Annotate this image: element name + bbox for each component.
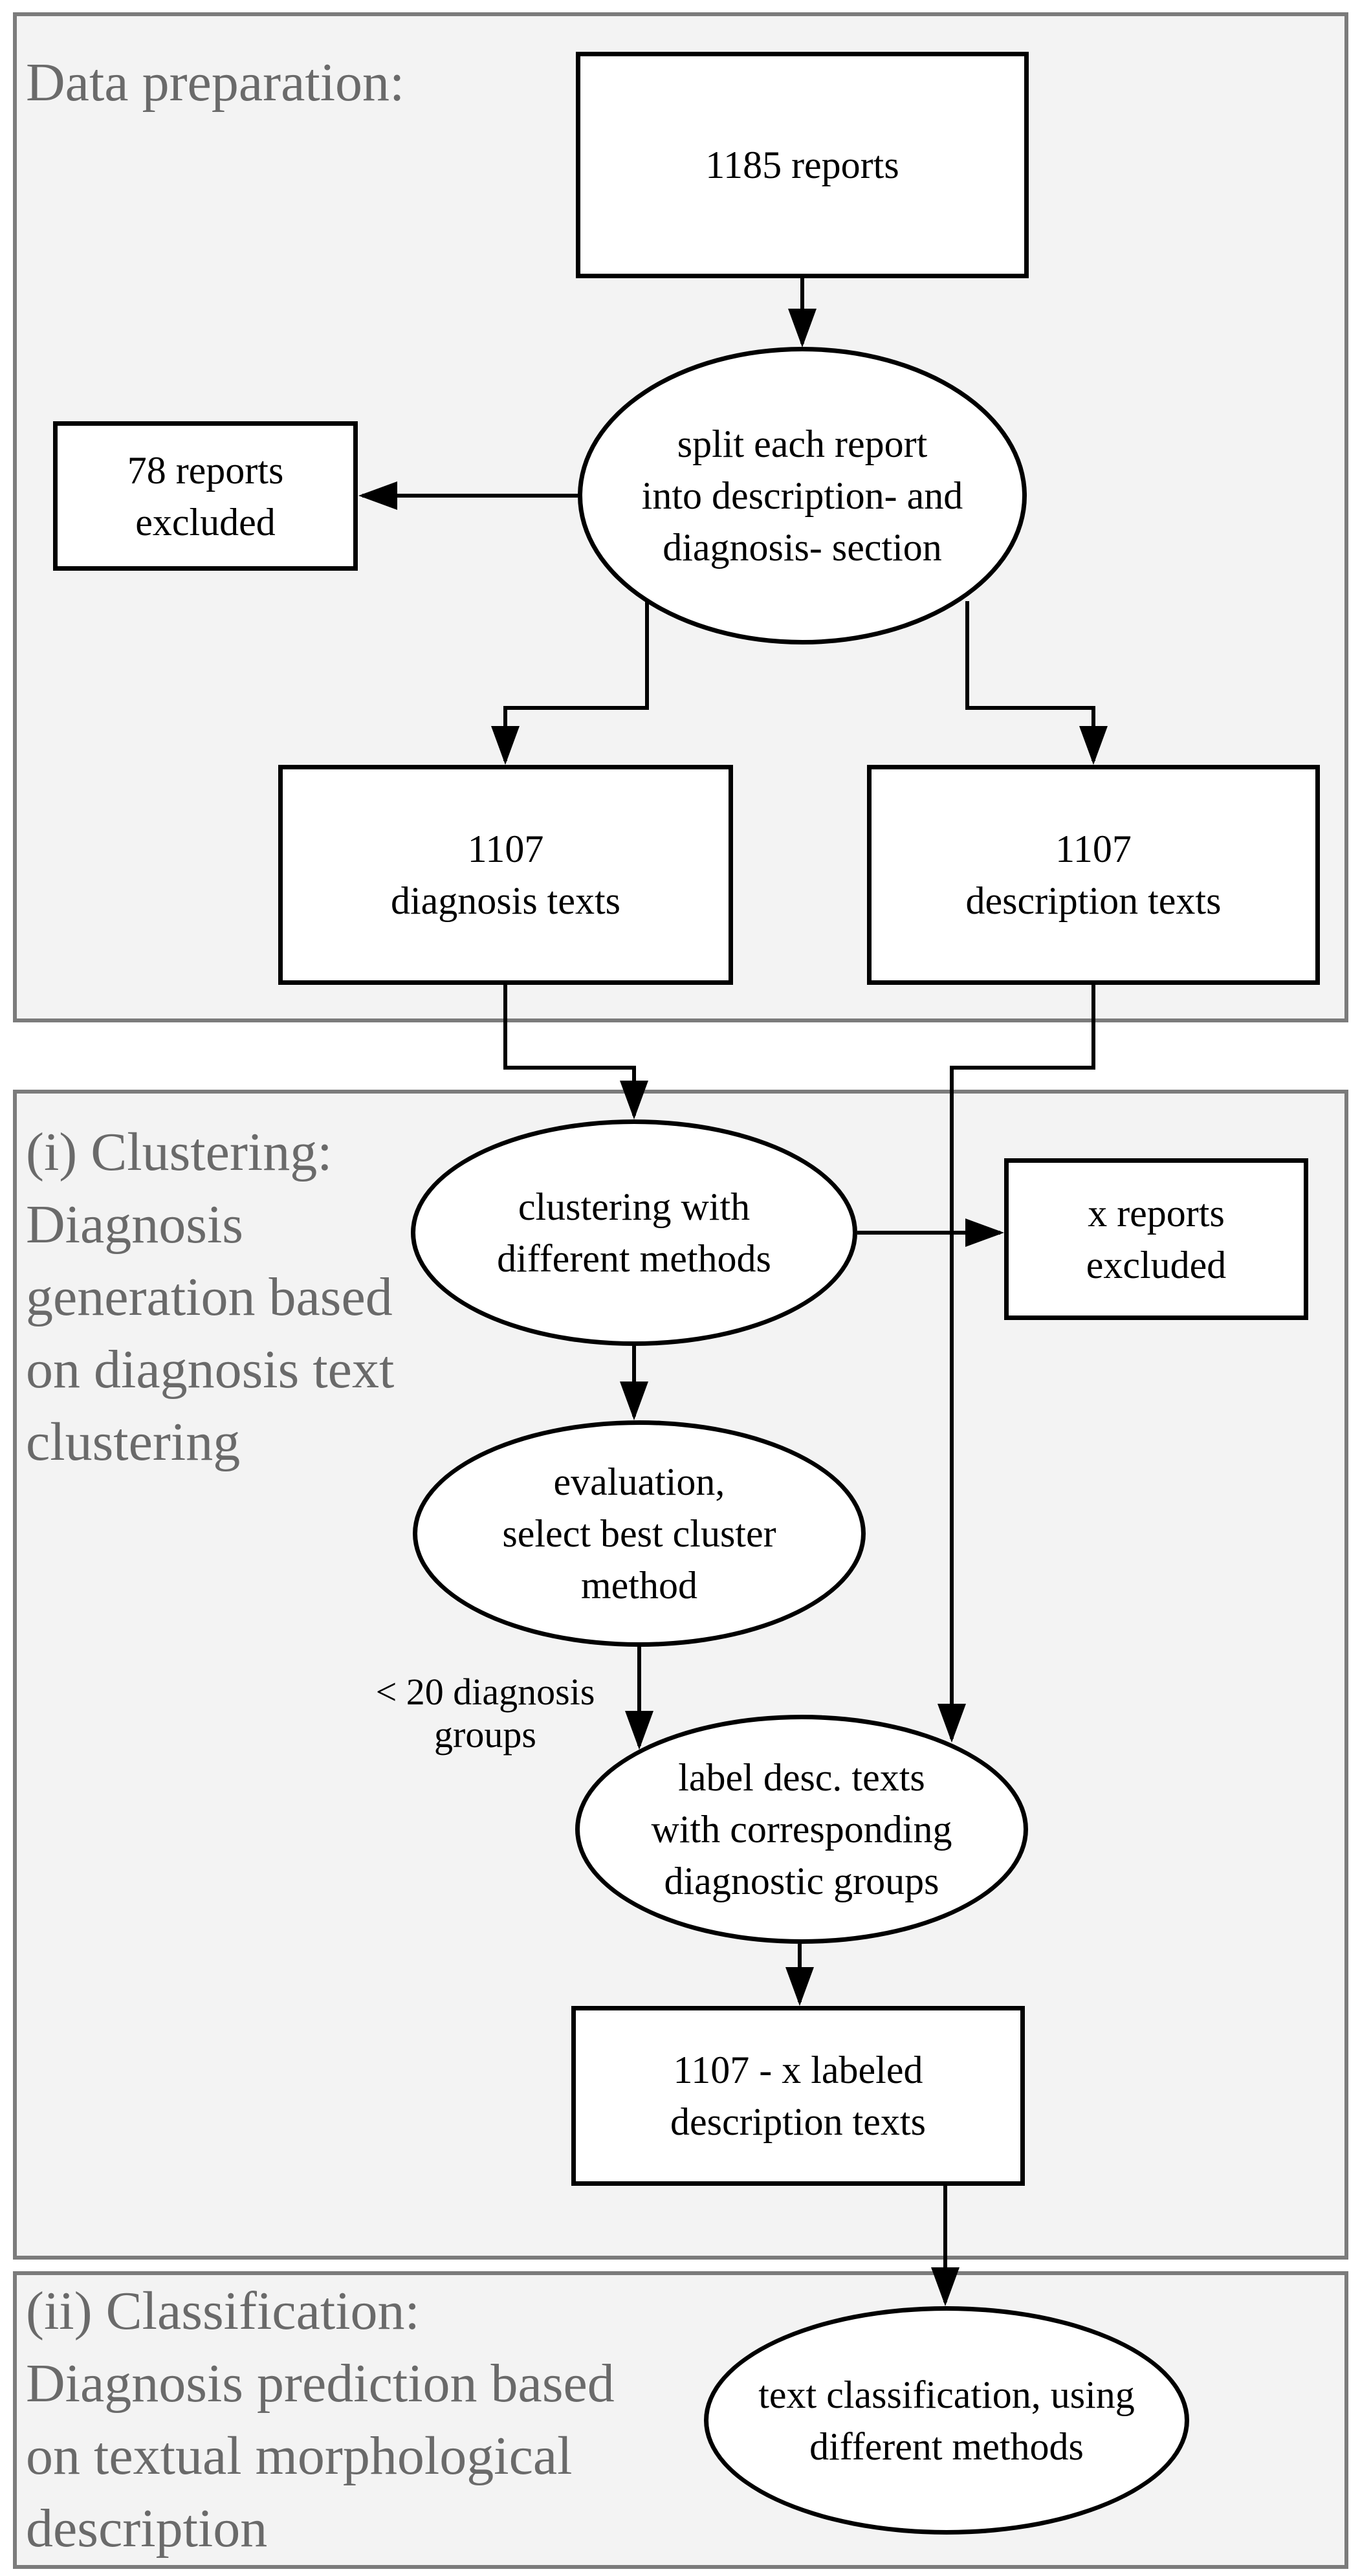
node-split-report: split each report into description- and … (578, 347, 1027, 644)
node-label-desc-texts: label desc. texts with corresponding dia… (575, 1715, 1028, 1944)
section-title-classification: (ii) Classification: Diagnosis predictio… (26, 2281, 615, 2559)
node-1185-reports: 1185 reports (576, 52, 1029, 278)
section-title-data-preparation: Data preparation: (26, 52, 405, 113)
node-78-reports-excluded: 78 reports excluded (53, 421, 358, 571)
edge-label-diagnosis-groups: < 20 diagnosis groups (375, 1671, 595, 1756)
node-1107-x-labeled: 1107 - x labeled description texts (571, 2006, 1025, 2186)
node-1107-diagnosis-texts: 1107 diagnosis texts (278, 765, 733, 985)
node-1107-description-texts: 1107 description texts (867, 765, 1320, 985)
node-evaluation: evaluation, select best cluster method (413, 1420, 866, 1647)
section-title-clustering: (i) Clustering: Diagnosis generation bas… (26, 1122, 395, 1472)
node-clustering-methods: clustering with different methods (411, 1119, 857, 1346)
node-text-classification: text classification, using different met… (704, 2306, 1189, 2535)
node-x-reports-excluded: x reports excluded (1004, 1158, 1308, 1320)
